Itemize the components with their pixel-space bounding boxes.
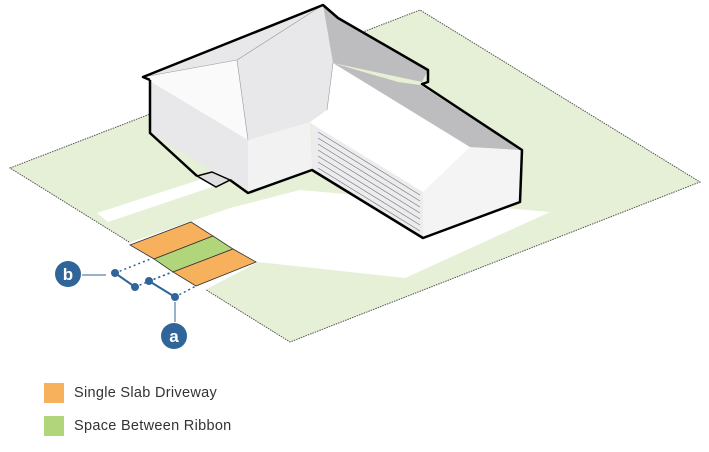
garage-door-wall — [312, 122, 423, 238]
label-a: a — [169, 327, 179, 346]
legend-swatch-orange — [44, 383, 64, 403]
label-a-badge: a — [161, 323, 187, 349]
house — [141, 3, 524, 240]
label-b-badge: b — [55, 261, 81, 287]
label-b: b — [63, 265, 73, 284]
dimension-markers — [82, 257, 197, 322]
legend-item-single-slab: Single Slab Driveway — [44, 383, 217, 403]
legend-label: Single Slab Driveway — [74, 385, 218, 401]
legend-label: Space Between Ribbon — [74, 418, 232, 434]
legend-item-ribbon-space: Space Between Ribbon — [44, 416, 232, 436]
slab-strip-bottom — [172, 248, 257, 287]
sidewalk — [97, 178, 215, 222]
garage-roof — [310, 63, 470, 192]
legend-swatch-green — [44, 416, 64, 436]
